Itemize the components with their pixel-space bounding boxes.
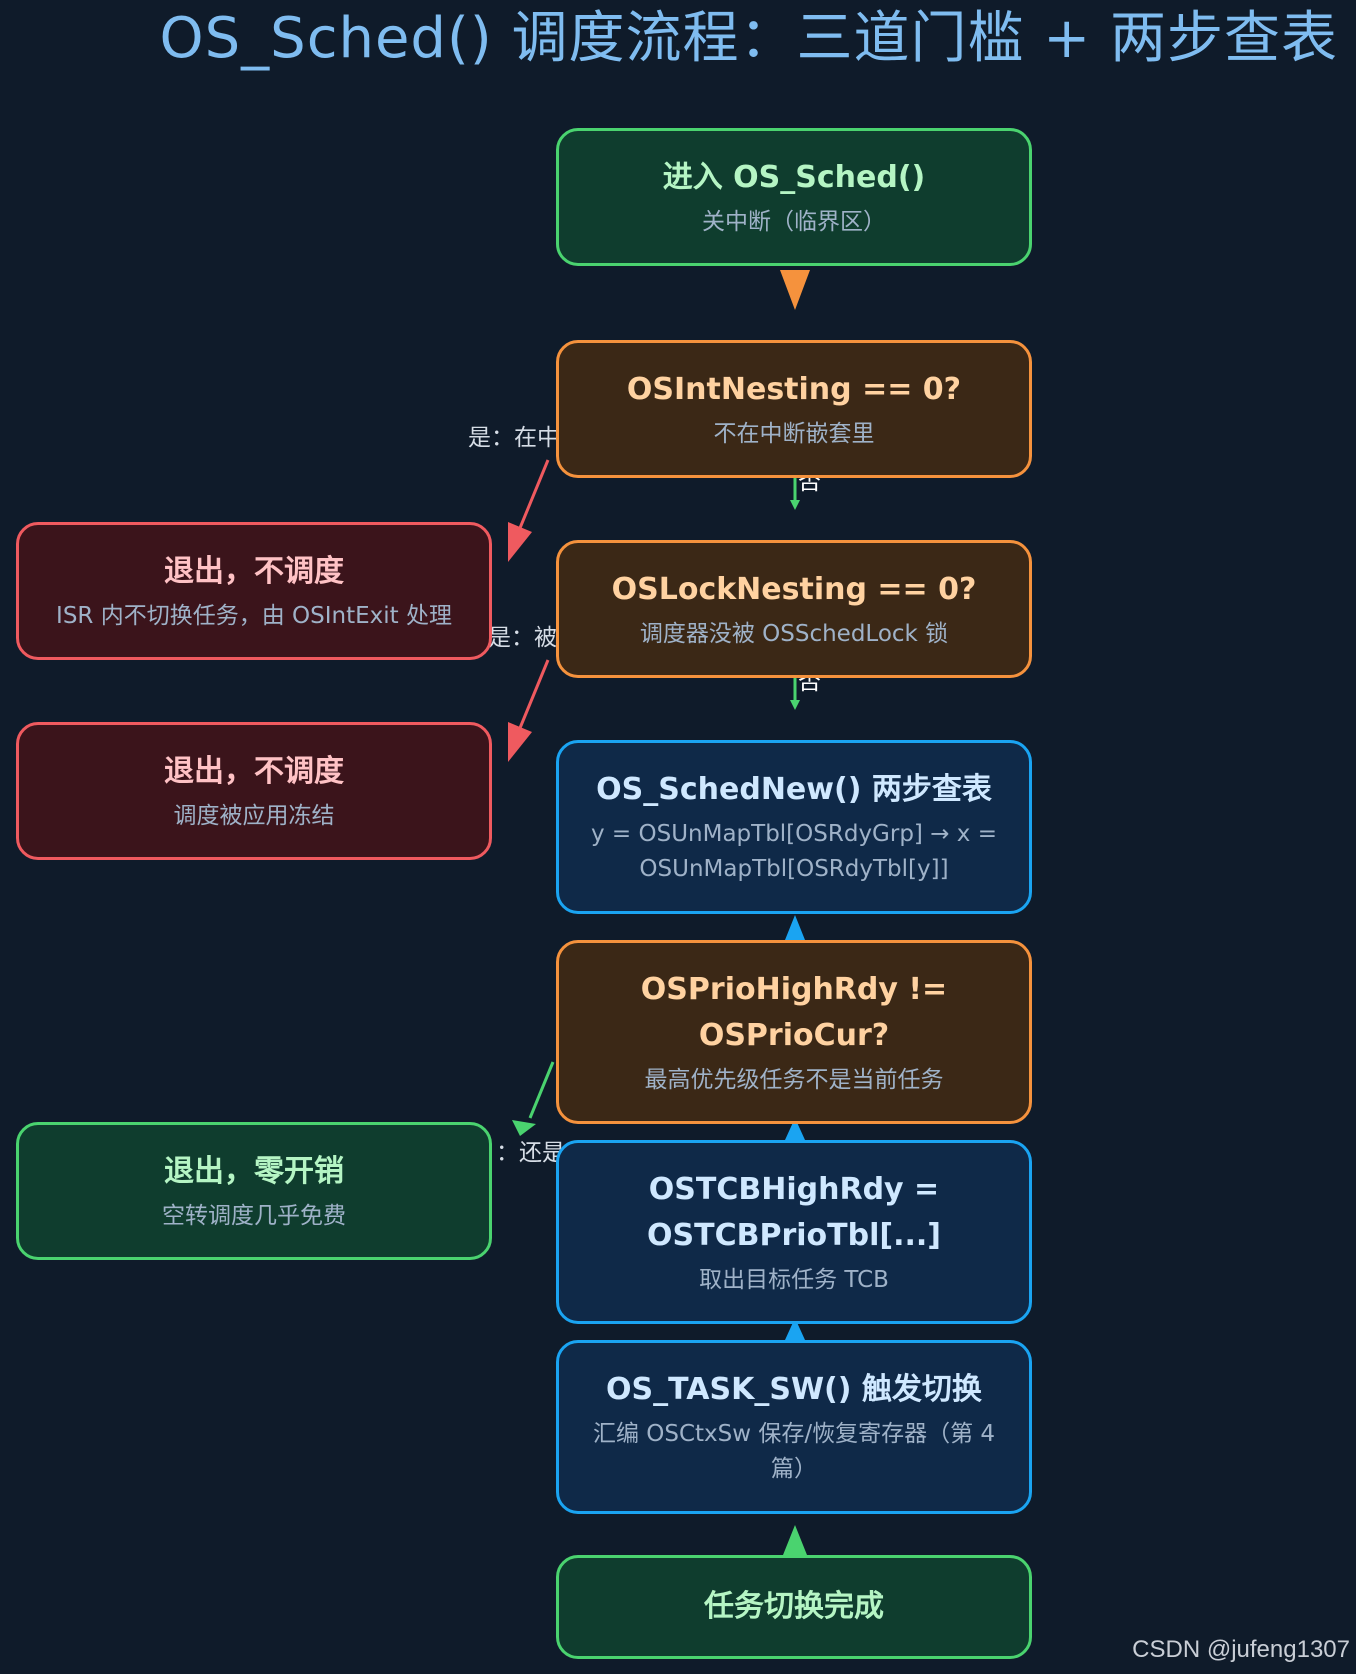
node-subtitle: ISR 内不切换任务，由 OSIntExit 处理 [56,602,452,629]
node-subtitle: 调度被应用冻结 [173,802,335,829]
node-subtitle: 关中断（临界区） [702,208,886,235]
node-subtitle: y = OSUnMapTbl[OSRdyGrp] → x = OSUnMapTb… [590,821,997,882]
arrow-prio-to-new [785,915,805,940]
arrow-lock-to-exit [508,722,532,762]
node-title: 进入 OS_Sched() [662,159,926,195]
node-subtitle: 最高优先级任务不是当前任务 [644,1066,944,1093]
node-sched-new: OS_SchedNew() 两步查表 y = OSUnMapTbl[OSRdyG… [556,740,1032,914]
edge-label-yes-locked: 是：被 [488,625,557,651]
node-exit-locked: 退出，不调度 调度被应用冻结 [16,722,492,860]
edge-lock-to-exit [518,659,550,729]
node-title: 退出，不调度 [164,553,344,589]
node-prio-check: OSPrioHighRdy != OSPrioCur? 最高优先级任务不是当前任… [556,940,1032,1124]
edge-int-to-exit [518,459,550,529]
edge-prio-to-exit [528,1061,555,1119]
node-enter-os-sched: 进入 OS_Sched() 关中断（临界区） [556,128,1032,266]
arrow-prio-to-exit [512,1120,536,1136]
node-title: OSTCBHighRdy = OSTCBPrioTbl[...] [647,1171,941,1253]
arrow-enter-to-int [780,270,810,310]
arrow-sw-to-tcb [785,1318,805,1340]
edge-label-yes-same: ：还是 [496,1140,565,1166]
node-subtitle: 调度器没被 OSSchedLock 锁 [639,620,949,647]
node-subtitle: 汇编 OSCtxSw 保存/恢复寄存器（第 4 篇） [592,1421,996,1482]
node-title: OS_SchedNew() 两步查表 [596,772,992,807]
node-title: OSLockNesting == 0? [611,571,977,607]
node-title: 退出，不调度 [164,753,344,789]
arrow-tcb-to-prio [785,1118,805,1140]
page-title: OS_Sched() 调度流程：三道门槛 + 两步查表 [159,6,1338,71]
watermark: CSDN @jufeng1307 [1132,1636,1350,1663]
node-exit-isr: 退出，不调度 ISR 内不切换任务，由 OSIntExit 处理 [16,522,492,660]
node-subtitle: 不在中断嵌套里 [713,420,875,447]
node-title: 任务切换完成 [704,1589,884,1624]
node-tcb-high-rdy: OSTCBHighRdy = OSTCBPrioTbl[...] 取出目标任务 … [556,1140,1032,1324]
node-subtitle: 空转调度几乎免费 [162,1202,346,1229]
node-title: 退出，零开销 [164,1153,344,1189]
node-title: OS_TASK_SW() 触发切换 [606,1372,982,1407]
arrow-int-to-exit [508,522,532,562]
arrow-done-to-sw [783,1525,807,1555]
arrow-int-to-lock [790,500,800,510]
node-switch-done: 任务切换完成 [556,1555,1032,1659]
edge-label-yes-in-isr: 是：在中 [468,425,560,451]
node-title: OSPrioHighRdy != OSPrioCur? [640,971,948,1053]
node-int-nesting-check: OSIntNesting == 0? 不在中断嵌套里 [556,340,1032,478]
node-task-switch: OS_TASK_SW() 触发切换 汇编 OSCtxSw 保存/恢复寄存器（第 … [556,1340,1032,1514]
node-exit-zero-cost: 退出，零开销 空转调度几乎免费 [16,1122,492,1260]
node-lock-nesting-check: OSLockNesting == 0? 调度器没被 OSSchedLock 锁 [556,540,1032,678]
node-title: OSIntNesting == 0? [626,371,962,407]
arrow-lock-to-new [790,700,800,710]
node-subtitle: 取出目标任务 TCB [699,1266,889,1293]
